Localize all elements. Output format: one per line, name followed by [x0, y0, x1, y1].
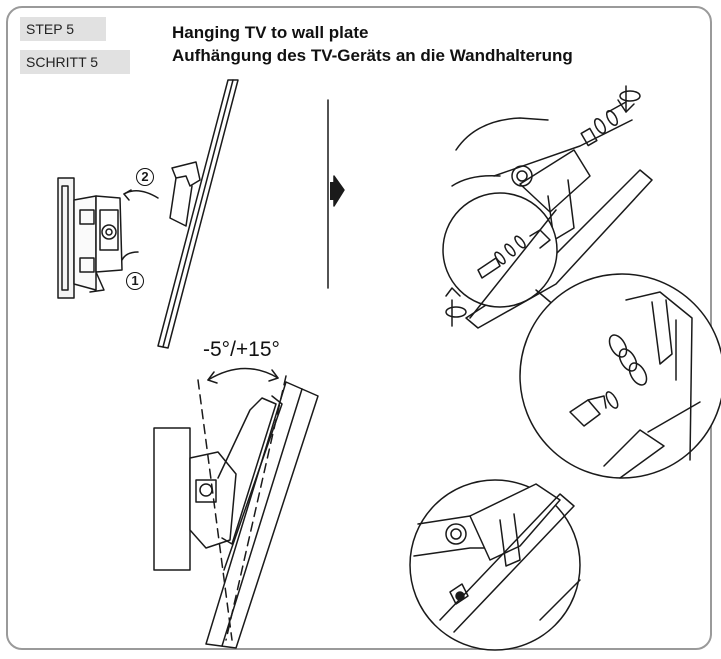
- step-label-en: STEP 5: [20, 17, 106, 41]
- tilt-limit-line: [225, 375, 287, 641]
- title-de: Aufhängung des TV-Geräts an die Wandhalt…: [172, 46, 573, 65]
- wall-bracket: [57, 177, 123, 299]
- callout-step-one: 1: [126, 272, 144, 290]
- tilt-arc-icon: [207, 367, 279, 381]
- rotate-screw-icon: [617, 85, 641, 113]
- step-label-de: SCHRITT 5: [20, 50, 130, 74]
- tilt-view: [153, 381, 319, 649]
- magnifier-large: [519, 273, 721, 479]
- magnifier-bottom: [409, 479, 581, 651]
- tilt-limit-line: [197, 379, 233, 641]
- arrow-curve-icon: [121, 251, 139, 261]
- tilt-angle-label: -5°/+15°: [203, 338, 280, 361]
- rotate-screw-icon: [445, 287, 467, 327]
- callout-step-two: 2: [136, 168, 154, 186]
- title-en: Hanging TV to wall plate: [172, 23, 369, 42]
- magnifier-small: [442, 192, 558, 319]
- tv-panel-top: [157, 79, 239, 349]
